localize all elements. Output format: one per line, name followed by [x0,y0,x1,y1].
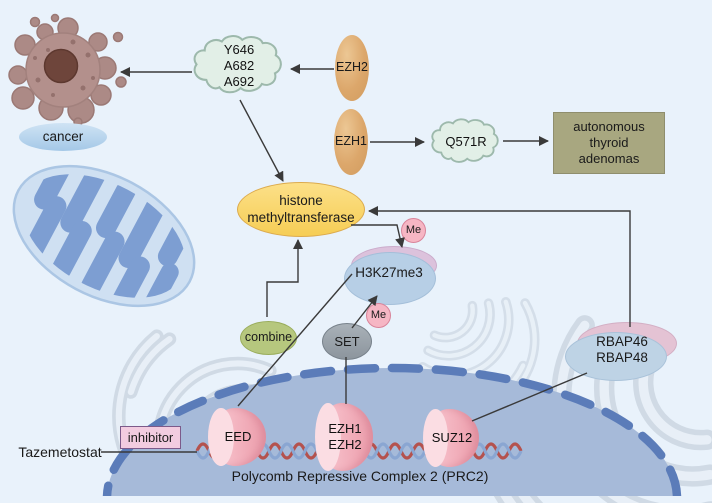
set-label: SET [334,333,360,349]
ezh1-label: EZH1 [335,134,367,149]
rbap-node: RBAP46 RBAP48 [572,328,672,372]
rbap-line: RBAP48 [596,350,648,365]
eed-cylinder: EED [207,408,266,466]
arrow-hmt-to-h3k27me3 [351,224,405,248]
cancer-label: cancer [19,123,107,151]
q571r-cloud: Q571R [427,116,505,168]
er-icon [412,279,564,426]
arrow-combine-to-hmt [266,239,303,317]
line-suz12-to-rbap [471,372,588,422]
mutation-line: A692 [223,73,255,89]
cancer-label-text: cancer [42,128,84,144]
ezh1-ezh2-cylinder: EZH1 EZH2 [314,403,373,471]
mutations-cloud: Y646 A682 A692 [190,30,288,102]
cloud-icon [193,35,282,94]
ezh2-label: EZH2 [336,60,368,75]
mutation-line: A682 [223,58,255,74]
inhibitor-label: inhibitor [127,429,174,445]
ezh-cyl-line: EZH1 [328,421,362,437]
suz12-label: SUZ12 [431,430,473,446]
adenomas-line: adenomas [578,150,640,166]
combine-node: combine [240,321,297,355]
cancer-cell-icon [8,13,127,127]
combine-label: combine [244,330,293,345]
me-label: Me [370,308,387,321]
set-node: SET [322,323,372,360]
me-badge-bottom: Me [366,303,391,328]
q571r-text: Q571R [427,116,505,168]
adenomas-line: autonomous [573,119,645,135]
h3k27me3-node: H3K27me3 [340,263,438,283]
me-badge-top: Me [401,218,426,243]
adenomas-line: thyroid [589,135,629,151]
hmt-line: methyltransferase [247,209,355,225]
mutation-line: Y646 [223,42,255,58]
mutations-text: Y646 A682 A692 [190,30,288,102]
suz12-cylinder: SUZ12 [422,409,479,467]
prc2-caption: Polycomb Repressive Complex 2 (PRC2) [226,468,494,486]
h3k27me3-label: H3K27me3 [355,264,423,280]
hmt-line: histone [279,193,323,209]
inhibitor-badge: inhibitor [120,426,181,449]
ezh1-node: EZH1 [334,109,368,175]
eed-label: EED [224,429,252,445]
prc2-caption-text: Polycomb Repressive Complex 2 (PRC2) [231,468,489,485]
cloud-icon [431,118,499,163]
ezh2-node: EZH2 [335,35,369,101]
me-label: Me [405,223,422,236]
q571r-label: Q571R [445,134,487,150]
histone-methyltransferase-node: histone methyltransferase [237,182,365,237]
adenomas-box: autonomous thyroid adenomas [553,112,665,174]
ezh-cyl-line: EZH2 [328,437,362,452]
tazemetostat-label: Tazemetostat [14,444,106,461]
mitochondria-icon [12,148,196,324]
tazemetostat-text: Tazemetostat [18,443,102,460]
rbap-line: RBAP46 [596,333,648,349]
arrow-mutations-to-hmt [239,99,284,182]
